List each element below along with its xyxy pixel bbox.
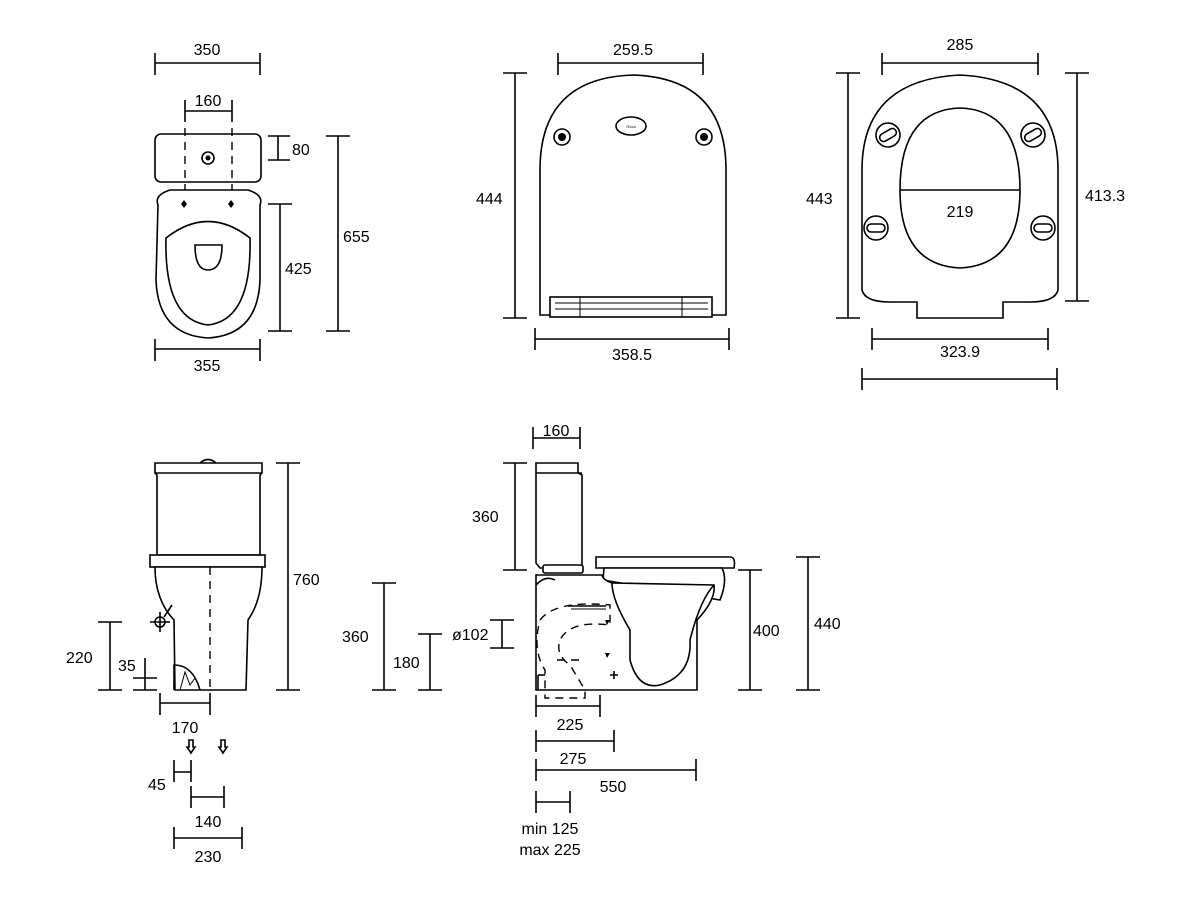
brand-logo-icon [615, 116, 647, 136]
dim-label-overall-length: 655 [343, 229, 370, 246]
seat-lid-outline [539, 74, 727, 316]
dim-label-setout-min: min 125 [522, 821, 579, 838]
dim-label-fixing-offset: 45 [148, 777, 166, 794]
dim-label-seat-height: 440 [814, 616, 841, 633]
dim-label-lid-width-bottom: 358.5 [612, 347, 652, 364]
dim-label-opening-width: 219 [947, 204, 974, 221]
dim-label-ring-height-right: 413.3 [1085, 188, 1125, 205]
dim-overall-length: 655 [326, 135, 370, 332]
dim-label-side-225: 225 [557, 717, 584, 734]
buffer-top-left-icon [875, 122, 901, 148]
seat-ring-view: 285 443 219 413.3 323.9 [806, 37, 1125, 390]
dim-fixing-offset: 45 [148, 760, 192, 794]
dim-side-cistern-depth: 160 [532, 423, 581, 449]
hinge-buffer-left-icon [553, 128, 571, 146]
dim-lid-width-top: 259.5 [557, 42, 704, 75]
dim-label-fixing-overall: 230 [195, 849, 222, 866]
dim-label-side-cistern-height: 360 [472, 509, 499, 526]
seat-lid-view: 259.5 444 Roca 358.5 [476, 42, 730, 364]
dim-lid-width-bottom: 358.5 [534, 328, 730, 364]
dim-label-cistern-depth: 80 [292, 142, 310, 159]
dim-side-cistern-height: 360 [472, 462, 527, 571]
side-view: 160 360 360 [342, 423, 841, 859]
dim-label-ring-width-bottom: 323.9 [940, 344, 980, 361]
cistern-front-outline [154, 462, 263, 556]
dim-label-overall-height: 760 [293, 572, 320, 589]
dim-inlet-offset: 35 [118, 658, 157, 691]
dim-pan-length: 425 [268, 203, 312, 332]
dim-label-width-bottom: 355 [194, 358, 221, 375]
dim-label-width-top: 350 [194, 42, 221, 59]
seat-ring-outline [861, 74, 1059, 319]
dim-seat-height: 440 [796, 556, 841, 691]
dim-label-fixing-spacing: 140 [195, 814, 222, 831]
brand-logo-text: Roca [626, 124, 636, 129]
dim-label-side-275: 275 [560, 751, 587, 768]
dim-lid-height: 444 [476, 72, 527, 319]
dim-label-outlet-height: 360 [342, 629, 369, 646]
hinge-buffer-right-icon [695, 128, 713, 146]
dim-ring-width-top: 285 [881, 37, 1039, 75]
dim-width-top: 350 [154, 42, 261, 75]
dim-fixing-spacing: 140 [190, 786, 225, 831]
dim-cistern-fixing: 160 [184, 93, 233, 122]
dim-side-275: 275 [535, 730, 615, 768]
dim-side-225: 225 [535, 695, 601, 734]
dim-label-ring-height-left: 443 [806, 191, 833, 208]
dim-label-ring-width-top: 285 [947, 37, 974, 54]
dim-base-width: 170 [159, 693, 211, 737]
cistern-side-outline [535, 462, 583, 569]
dim-ring-height-right: 413.3 [1065, 72, 1125, 302]
dim-label-cistern-fixing: 160 [195, 93, 222, 110]
dim-label-side-550: 550 [600, 779, 627, 796]
dim-overall-height: 760 [276, 462, 320, 691]
dim-label-setout-max: max 225 [519, 842, 580, 859]
dim-ring-overall [861, 368, 1058, 390]
flush-button-icon [201, 151, 215, 165]
fixing-screw-right-icon [217, 739, 229, 755]
dim-cistern-depth: 80 [268, 135, 310, 161]
outlet-path-dashed [536, 603, 611, 699]
dim-outlet-diameter: ø102 [452, 619, 514, 649]
dim-side-550: 550 [535, 759, 697, 796]
dim-fixing-overall: 230 [173, 827, 243, 866]
dim-label-pan-length: 425 [285, 261, 312, 278]
buffer-top-right-icon [1020, 122, 1046, 148]
dim-pan-height: 400 [738, 569, 780, 691]
dim-label-side-cistern-depth: 160 [543, 423, 570, 440]
dim-ring-height-left: 443 [806, 72, 860, 319]
dim-outlet-height: 360 [342, 582, 396, 691]
dim-label-lid-height: 444 [476, 191, 503, 208]
dim-label-lid-width-top: 259.5 [613, 42, 653, 59]
top-view: 350 160 80 425 [154, 42, 370, 375]
dim-label-outlet-center: 180 [393, 655, 420, 672]
dim-inlet-height: 220 [66, 621, 122, 691]
front-view: 760 220 35 170 45 [66, 458, 320, 866]
pan-front-outline [154, 566, 263, 691]
dim-label-pan-height: 400 [753, 623, 780, 640]
fixing-screw-left-icon [185, 739, 197, 755]
dim-label-base-width: 170 [172, 720, 199, 737]
seat-side-outline [595, 556, 736, 569]
dim-outlet-center: 180 [393, 633, 442, 691]
dim-label-inlet-offset: 35 [118, 658, 136, 675]
buffer-bottom-left-icon [863, 215, 889, 241]
pan-side-outline [535, 574, 715, 691]
dim-label-inlet-height: 220 [66, 650, 93, 667]
pan-top-outline [155, 189, 262, 339]
dim-ring-width-bottom: 323.9 [871, 328, 1049, 361]
buffer-bottom-right-icon [1030, 215, 1056, 241]
dim-label-outlet-diameter: ø102 [452, 627, 489, 644]
dim-setout: min 125 max 225 [519, 791, 581, 859]
dim-width-bottom: 355 [154, 339, 261, 375]
